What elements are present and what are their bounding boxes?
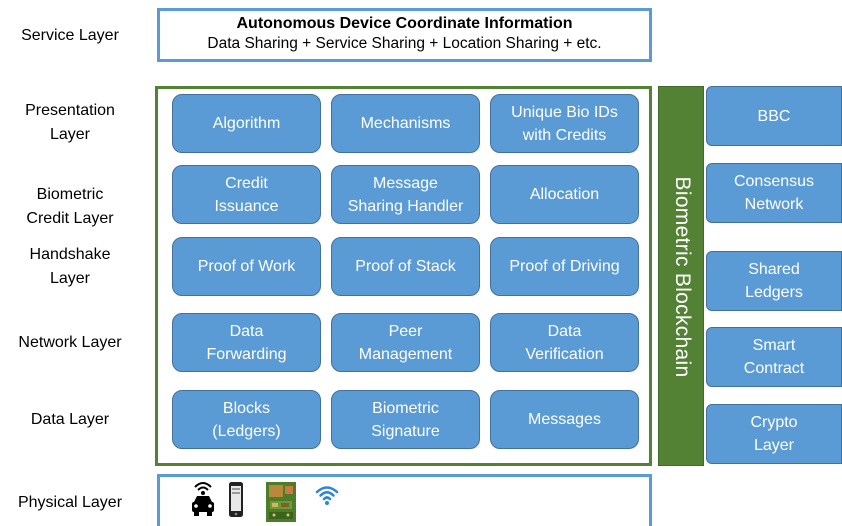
layer-label-physical: Physical Layer xyxy=(17,494,123,511)
layer-label-data: Data Layer xyxy=(30,411,110,428)
cell-blocks-ledgers: Blocks (Ledgers) xyxy=(172,390,321,449)
layer-label-network: Network Layer xyxy=(18,334,122,351)
biometric-blockchain-label: Biometric Blockchain xyxy=(671,176,694,378)
biometric-blockchain-bar: Biometric Blockchain xyxy=(658,86,704,466)
service-layer-box: Autonomous Device Coordinate Information… xyxy=(157,8,652,62)
cell-messages: Messages xyxy=(490,390,639,449)
cell-message-sharing-handler: Message Sharing Handler xyxy=(331,165,480,224)
cell-proof-of-stack: Proof of Stack xyxy=(331,237,480,296)
layer-label-service: Service Layer xyxy=(21,27,119,44)
cell-biometric-signature: Biometric Signature xyxy=(331,390,480,449)
side-box-shared-ledgers: Shared Ledgers xyxy=(706,251,842,311)
cell-data-verification: Data Verification xyxy=(490,313,639,372)
service-subtitle: Data Sharing + Service Sharing + Locatio… xyxy=(207,35,602,52)
cell-data-forwarding: Data Forwarding xyxy=(172,313,321,372)
smartphone-icon xyxy=(229,482,243,517)
layer-label-biometric-credit: Biometric Credit Layer xyxy=(26,186,114,227)
side-box-bbc: BBC xyxy=(706,86,842,146)
cell-allocation: Allocation xyxy=(490,165,639,224)
side-box-consensus-network: Consensus Network xyxy=(706,163,842,223)
service-title: Autonomous Device Coordinate Information xyxy=(236,15,573,32)
cell-mechanisms: Mechanisms xyxy=(331,94,480,153)
cell-unique-bio-ids: Unique Bio IDs with Credits xyxy=(490,94,639,153)
circuit-board-icon xyxy=(266,482,296,522)
cell-credit-issuance: Credit Issuance xyxy=(172,165,321,224)
cell-peer-management: Peer Management xyxy=(331,313,480,372)
layer-label-handshake: Handshake Layer xyxy=(29,246,111,287)
side-box-crypto-layer: Crypto Layer xyxy=(706,404,842,464)
physical-layer-box xyxy=(157,474,652,526)
wifi-icon xyxy=(315,486,339,505)
cell-proof-of-driving: Proof of Driving xyxy=(490,237,639,296)
blockchain-frame xyxy=(155,86,652,466)
autonomous-car-icon xyxy=(192,482,214,516)
cell-algorithm: Algorithm xyxy=(172,94,321,153)
cell-proof-of-work: Proof of Work xyxy=(172,237,321,296)
layer-label-presentation: Presentation Layer xyxy=(25,102,115,143)
side-box-smart-contract: Smart Contract xyxy=(706,327,842,387)
